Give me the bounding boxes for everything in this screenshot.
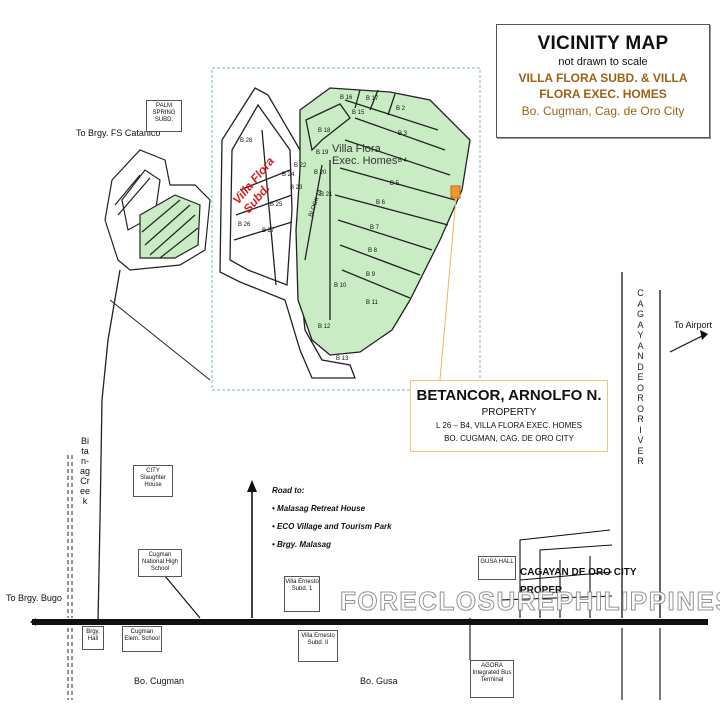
- block-label: B 9: [366, 272, 376, 278]
- subdivision-line-1: VILLA FLORA SUBD. & VILLA: [518, 71, 688, 85]
- block-label: B 19: [316, 150, 329, 156]
- block-label: B 3: [398, 131, 408, 137]
- block-label: B 21: [320, 192, 333, 198]
- slaughter-house-box: CITY Slaughter House: [133, 465, 173, 497]
- palm-spring-box: PALM SPRING SUBD.: [146, 100, 182, 132]
- city-proper-label: CAGAYAN DE ORO CITY PROPER: [520, 567, 637, 596]
- creek-label: Bitan-ag Creek: [80, 436, 91, 506]
- block-label: B 11: [366, 300, 378, 306]
- road-to-heading: Road to:: [272, 486, 305, 495]
- block-label: B 26: [238, 222, 251, 228]
- block-label: B 8: [368, 248, 378, 254]
- to-airport-label: To Airport: [674, 320, 713, 330]
- property-owner: BETANCOR, ARNOLFO N.: [416, 387, 602, 404]
- block-label: B 4: [398, 158, 408, 164]
- villa-ernesto-2-box: Villa Ernesto Subd. II: [298, 630, 338, 662]
- property-lot: L 26 – B4, VILLA FLORA EXEC. HOMES: [436, 421, 582, 430]
- villa-flora-exec-homes: [295, 87, 471, 356]
- block-label: B 7: [370, 225, 380, 231]
- palm-spring-cluster: [104, 149, 211, 271]
- block-label: B 28: [240, 138, 253, 144]
- block-label: B 22: [294, 163, 307, 169]
- subdivision-line-2: FLORA EXEC. HOMES: [539, 87, 667, 101]
- villa-flora-exec-label: Villa Flora Exec. Homes: [332, 143, 398, 167]
- road-to-list: Road to: • Malasag Retreat House • ECO V…: [272, 486, 392, 558]
- road-to-item: • Brgy. Malasag: [272, 540, 331, 549]
- block-label: B 13: [336, 356, 349, 362]
- block-label: B 5: [390, 181, 400, 187]
- location-line: Bo. Cugman, Cag. de Oro City: [521, 104, 685, 118]
- watermark: FORECLOSUREPHILIPPINES.COM: [339, 586, 720, 617]
- property-callout: BETANCOR, ARNOLFO N. PROPERTY L 26 – B4,…: [410, 380, 608, 452]
- bo-gusa-label: Bo. Gusa: [360, 676, 398, 686]
- block-label: B 10: [334, 283, 347, 289]
- block-label: B 15: [352, 110, 365, 116]
- villa-flora-subd: [219, 87, 356, 379]
- property-address: BO. CUGMAN, CAG. DE ORO CITY: [444, 434, 574, 443]
- block-label: B 18: [318, 128, 331, 134]
- airport-arrow: [669, 335, 703, 353]
- property-marker: [450, 185, 461, 199]
- gusa-hall-box: GUSA HALL: [478, 556, 516, 580]
- block-label: B 17: [366, 96, 379, 102]
- scale-note: not drawn to scale: [558, 56, 648, 68]
- block-label: B 24: [282, 172, 295, 178]
- block-label: B 27: [262, 228, 275, 234]
- block-label: B 2: [396, 106, 406, 112]
- road-to-item: • Malasag Retreat House: [272, 504, 366, 513]
- block-label: B 23: [290, 185, 303, 191]
- to-fs-catanico-label: To Brgy. FS Catanico: [76, 128, 161, 138]
- cugman-road: [97, 269, 121, 623]
- brgy-hall-box: Brgy. Hall: [82, 626, 104, 650]
- national-high-school-box: Cugman National High School: [138, 549, 182, 577]
- city-proper-streets: [469, 529, 613, 660]
- villa-ernesto-1-box: Villa Ernesto Subd. 1: [284, 576, 320, 612]
- map-title: VICINITY MAP: [537, 33, 669, 54]
- main-highway: [32, 619, 708, 625]
- title-box: VICINITY MAP not drawn to scale VILLA FL…: [496, 24, 710, 138]
- block-label: B 25: [270, 202, 283, 208]
- block-label: B 6: [376, 200, 386, 206]
- elementary-school-box: Cugman Elem. School: [122, 626, 162, 652]
- agora-terminal-box: AGORA Integrated Bus Terminal: [470, 660, 514, 698]
- bo-cugman-label: Bo. Cugman: [134, 676, 185, 686]
- block-label: B 20: [314, 170, 327, 176]
- river-label: CAGAYAN DE ORO RIVER: [636, 288, 645, 466]
- property-label: PROPERTY: [481, 407, 537, 418]
- to-bugo-label: To Brgy. Bugo: [6, 593, 62, 603]
- property-callout-line: [439, 197, 457, 381]
- block-label: B 12: [318, 324, 331, 330]
- block-label: B 16: [340, 95, 353, 101]
- access-road: [109, 299, 211, 381]
- road-to-item: • ECO Village and Tourism Park: [272, 522, 392, 531]
